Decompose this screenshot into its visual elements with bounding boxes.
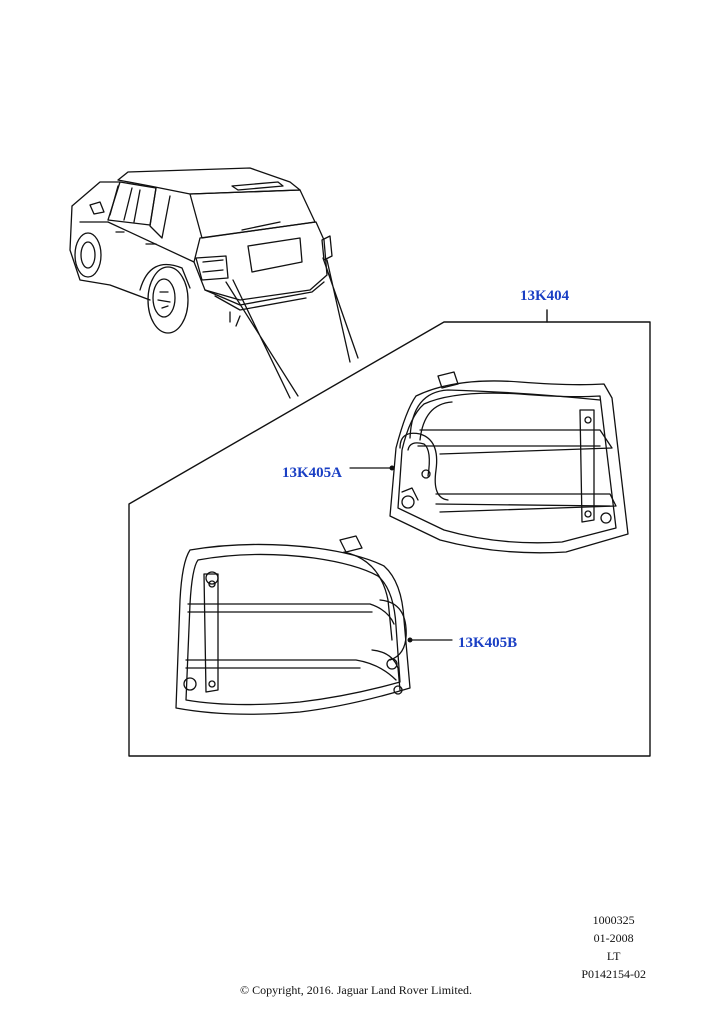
illustration-id: P0142154-02 [581,967,646,981]
callout-13k405a[interactable]: 13K405A [282,465,342,481]
callout-leaders [349,467,453,641]
lamp-guard-left [389,371,629,554]
assembly-bracket [128,309,651,757]
copyright-notice: © Copyright, 2016. Jaguar Land Rover Lim… [239,983,473,997]
callout-13k404[interactable]: 13K404 [520,288,570,304]
vehicle-illustration [69,167,359,399]
drawing-date: 01-2008 [593,931,634,945]
leader-dot-left [389,465,395,471]
leader-dot-right [407,637,413,643]
drawing-reference-block: 1000325 01-2008 LT P0142154-02 [581,911,646,983]
callout-13k405b[interactable]: 13K405B [458,635,518,651]
drawing-code: LT [606,949,621,963]
lamp-guard-right [175,535,411,715]
drawing-number: 1000325 [592,913,635,927]
